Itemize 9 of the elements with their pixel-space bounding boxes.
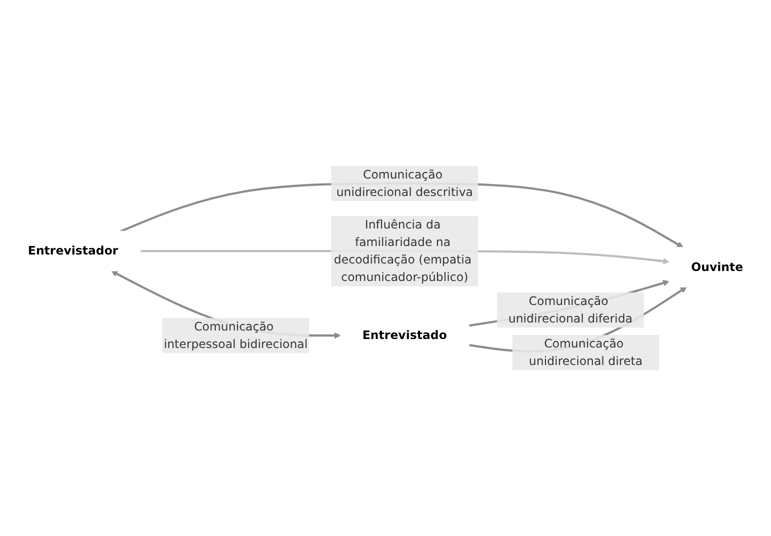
arrow (468, 286, 687, 352)
edge-label: Comunicação unidirecional diferida (508, 294, 632, 326)
node-text: Ouvinte (691, 260, 744, 274)
edge-label: Influência da familiaridade na decodificação (empatia comunicador-público) (334, 217, 472, 284)
node-text: Entrevistador (28, 244, 118, 258)
edge-label: Comunicação unidirecional direta (528, 336, 643, 368)
edge-label: Comunicação interpessoal bidirecional (164, 319, 308, 351)
edge-label: Comunicação unidirecional descritiva (336, 167, 473, 199)
node-text: Entrevistado (362, 328, 447, 342)
